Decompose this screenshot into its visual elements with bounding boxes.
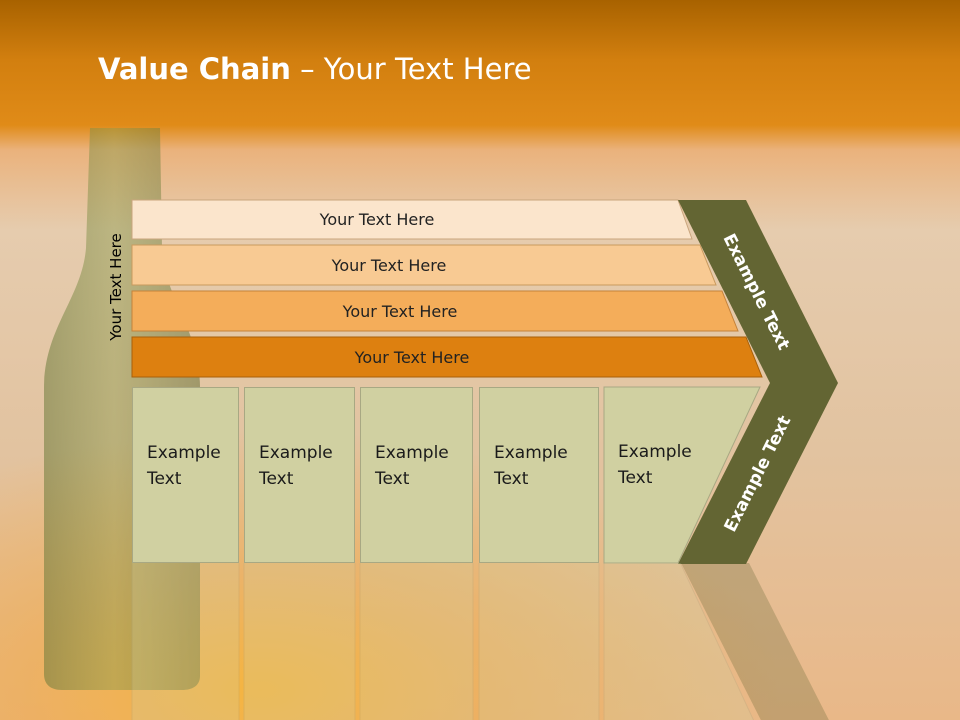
card-5-shape	[603, 386, 761, 564]
card-3: Example Text	[360, 387, 473, 563]
card-5-line1: Example	[618, 442, 692, 462]
chevron-upper	[678, 200, 838, 383]
band-shape-4	[131, 336, 763, 378]
band-2: Your Text Here	[132, 245, 716, 285]
card-3-line1: Example	[375, 443, 449, 463]
slide-title: Value Chain – Your Text Here	[98, 52, 532, 86]
card-2-line1: Example	[259, 443, 333, 463]
card-1: Example Text	[132, 387, 239, 563]
band-3-label: Your Text Here	[342, 301, 458, 321]
band-shape-3	[131, 290, 739, 332]
band-shape-1	[131, 199, 693, 240]
card-3-line2: Text	[375, 469, 410, 489]
card-4-line2: Text	[494, 469, 529, 489]
card-4-line1: Example	[494, 443, 568, 463]
card-1-line1: Example	[147, 443, 221, 463]
title-bold: Value Chain	[98, 52, 291, 86]
card-2-line2: Text	[259, 469, 294, 489]
band-shape-2	[131, 244, 717, 286]
band-1: Your Text Here	[132, 200, 692, 239]
band-2-label: Your Text Here	[331, 255, 447, 275]
chevron-lower	[678, 383, 838, 564]
card-5: Example Text	[604, 387, 704, 563]
card-1-line2: Text	[147, 469, 182, 489]
card-2: Example Text	[244, 387, 355, 563]
band-4-label: Your Text Here	[354, 347, 470, 367]
card-4: Example Text	[479, 387, 599, 563]
band-1-label: Your Text Here	[319, 210, 435, 229]
card-5-line2: Text	[618, 468, 653, 488]
title-rest: – Your Text Here	[290, 52, 532, 86]
band-4: Your Text Here	[132, 337, 762, 377]
band-3: Your Text Here	[132, 291, 738, 331]
